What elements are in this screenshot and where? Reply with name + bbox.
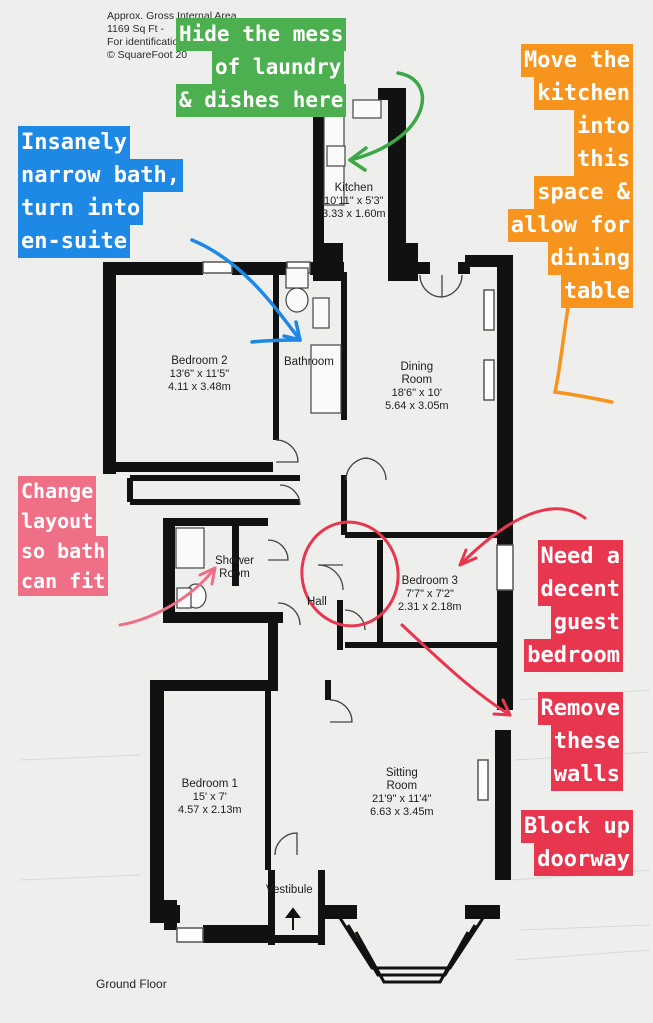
sq-ft-label: 1169 Sq Ft - xyxy=(107,23,165,35)
note-bath-line: en-suite xyxy=(18,225,130,258)
sitting-metric: 6.63 x 3.45m xyxy=(370,806,434,818)
bedroom1-label: Bedroom 1 15' x 7' 4.57 x 2.13m xyxy=(178,778,242,817)
sitting-imperial: 21'9" x 11'4" xyxy=(372,793,432,805)
note-laundry: Hide the mess of laundry & dishes here xyxy=(176,18,347,117)
note-bath-line: turn into xyxy=(18,192,144,225)
bedroom3-name: Bedroom 3 xyxy=(401,575,458,587)
note-guest-bedroom: Need a decent guest bedroom xyxy=(493,540,623,672)
vestibule-name: Vestibule xyxy=(266,884,313,896)
note-layout-line: layout xyxy=(18,506,97,536)
note-layout-line: so bath xyxy=(18,536,109,566)
bedroom1-name: Bedroom 1 xyxy=(181,778,238,790)
shower-name-1: Shower xyxy=(215,555,254,567)
bathroom-name: Bathroom xyxy=(284,356,334,368)
kitchen-name: Kitchen xyxy=(334,182,373,194)
bedroom2-imperial: 13'6" x 11'5" xyxy=(169,368,230,380)
sitting-name-1: Sitting xyxy=(385,767,418,779)
red-annotation-strokes xyxy=(300,507,587,717)
sitting-room-label: Sitting Room 21'9" x 11'4" 6.63 x 3.45m xyxy=(370,767,434,819)
note-narrow-bath: Insanely narrow bath, turn into en-suite xyxy=(18,126,183,258)
note-remove-walls: Remove these walls xyxy=(493,692,623,791)
kitchen-metric: 3.33 x 1.60m xyxy=(322,208,386,220)
dining-room-label: Dining Room 18'6" x 10' 5.64 x 3.05m xyxy=(385,361,449,413)
note-kitchen-line: into xyxy=(574,110,633,143)
note-kitchen-line: space & xyxy=(534,176,633,209)
kitchen-imperial: 10'11" x 5'3" xyxy=(324,195,384,207)
note-kitchen-move: Move the kitchen into this space & allow… xyxy=(463,44,633,308)
note-walls-line: walls xyxy=(550,758,623,791)
dining-name-1: Dining xyxy=(400,361,434,373)
dining-imperial: 18'6" x 10' xyxy=(391,387,442,399)
note-guest-line: decent xyxy=(537,573,623,606)
note-kitchen-line: this xyxy=(574,143,633,176)
bedroom3-imperial: 7'7" x 7'2" xyxy=(405,588,454,600)
dining-metric: 5.64 x 3.05m xyxy=(385,400,449,412)
note-layout-line: Change xyxy=(18,476,97,506)
note-block-doorway: Block up doorway xyxy=(483,810,633,876)
bedroom1-imperial: 15' x 7' xyxy=(192,791,227,803)
dining-name-2: Room xyxy=(401,374,433,386)
note-guest-line: bedroom xyxy=(524,639,623,672)
note-kitchen-line: table xyxy=(560,275,633,308)
copyright-label: © SquareFoot 20 xyxy=(107,49,188,61)
note-doorway-line: Block up xyxy=(521,810,633,843)
note-kitchen-line: Move the xyxy=(521,44,633,77)
bay-window xyxy=(338,917,485,984)
green-arrow-icon xyxy=(348,71,425,172)
shower-room-label: Shower Room xyxy=(215,555,254,581)
shower-name-2: Room xyxy=(219,568,250,580)
entrance-arrow-icon xyxy=(285,907,301,930)
note-guest-line: Need a xyxy=(537,540,623,573)
bedroom3-metric: 2.31 x 2.18m xyxy=(398,601,462,613)
floor-label: Ground Floor xyxy=(96,977,167,991)
note-walls-line: these xyxy=(550,725,623,758)
bedroom2-metric: 4.11 x 3.48m xyxy=(168,381,231,393)
bedroom2-label: Bedroom 2 13'6" x 11'5" 4.11 x 3.48m xyxy=(168,355,231,394)
interior-walls xyxy=(127,272,500,870)
blue-arrow-icon xyxy=(190,238,302,344)
pink-arrow-icon xyxy=(118,566,217,627)
note-bath-line: narrow bath, xyxy=(18,159,183,192)
bedroom2-name: Bedroom 2 xyxy=(171,355,228,367)
exterior-walls xyxy=(103,88,513,945)
note-laundry-line: & dishes here xyxy=(176,84,347,117)
note-laundry-line: of laundry xyxy=(212,51,345,84)
note-guest-line: guest xyxy=(550,606,623,639)
note-kitchen-line: dining xyxy=(547,242,633,275)
bathroom-label: Bathroom xyxy=(284,356,334,369)
kitchen-label: Kitchen 10'11" x 5'3" 3.33 x 1.60m xyxy=(322,182,386,221)
note-layout-line: can fit xyxy=(18,566,109,596)
vestibule-label: Vestibule xyxy=(266,884,313,897)
note-bath-line: Insanely xyxy=(18,126,130,159)
fixtures xyxy=(175,99,382,609)
hall-label: Hall xyxy=(307,596,327,609)
door-swings xyxy=(267,274,463,856)
note-kitchen-line: kitchen xyxy=(534,77,633,110)
orange-arrow-icon xyxy=(552,306,614,404)
bedroom1-metric: 4.57 x 2.13m xyxy=(178,804,242,816)
sitting-name-2: Room xyxy=(386,780,418,792)
hall-name: Hall xyxy=(307,596,327,608)
note-change-layout: Change layout so bath can fit xyxy=(18,476,109,596)
note-kitchen-line: allow for xyxy=(507,209,633,242)
note-walls-line: Remove xyxy=(537,692,623,725)
bedroom3-label: Bedroom 3 7'7" x 7'2" 2.31 x 2.18m xyxy=(398,575,462,614)
note-laundry-line: Hide the mess xyxy=(176,18,347,51)
note-doorway-line: doorway xyxy=(534,843,633,876)
